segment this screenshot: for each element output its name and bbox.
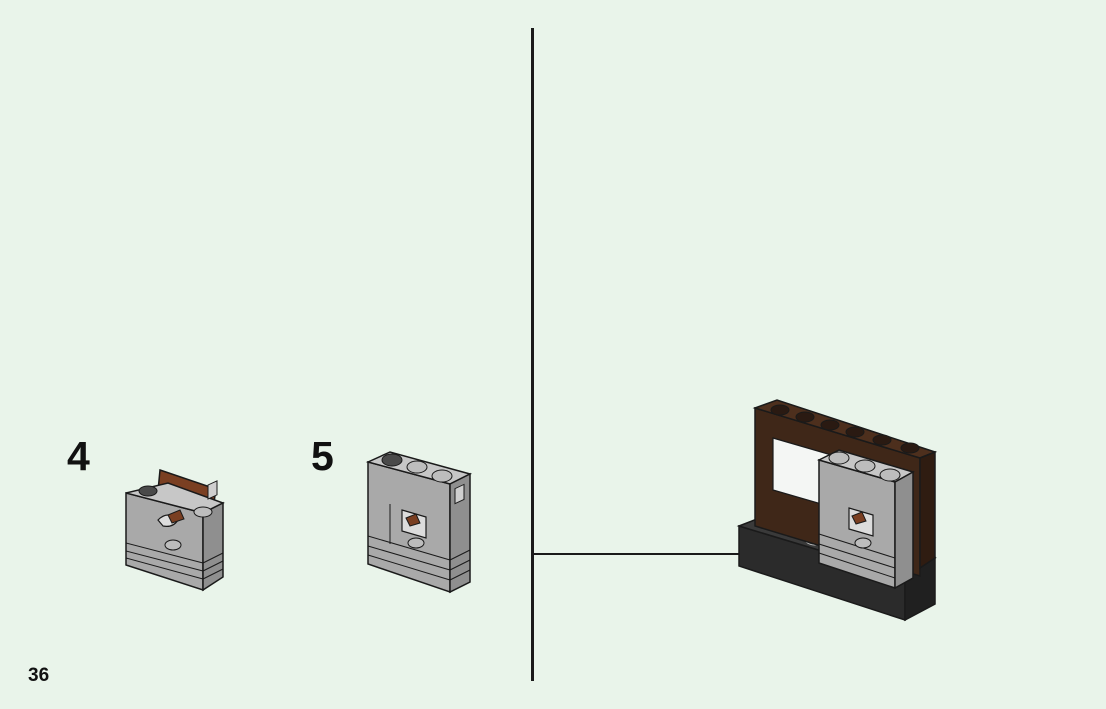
stud [381, 453, 403, 467]
stud [828, 451, 850, 465]
page-number: 36 [28, 665, 50, 686]
window-frame-side [919, 450, 936, 570]
step-4-build-illustration [125, 468, 225, 592]
stud [872, 434, 892, 446]
stud [138, 485, 158, 497]
stud [406, 460, 428, 474]
assembled-model-illustration [736, 399, 938, 622]
stud [900, 442, 920, 454]
page-divider [531, 28, 534, 681]
side-hole [207, 480, 218, 500]
stud [431, 469, 453, 483]
stud [407, 537, 425, 549]
step-number-4: 4 [67, 433, 90, 479]
stud [854, 459, 876, 473]
step-5-build-illustration [365, 451, 473, 594]
lever-brown [851, 511, 867, 525]
stud [820, 419, 840, 431]
stud [845, 426, 865, 438]
stud [164, 539, 182, 551]
lever-brown [405, 513, 421, 527]
stud [770, 404, 790, 416]
lever-brown [167, 509, 185, 524]
stud [879, 468, 901, 482]
stud [795, 411, 815, 423]
side-hole [454, 483, 465, 505]
stud [854, 537, 872, 549]
gray-brick-side [894, 470, 914, 590]
stud [193, 506, 213, 518]
step-number-5: 5 [311, 433, 334, 479]
